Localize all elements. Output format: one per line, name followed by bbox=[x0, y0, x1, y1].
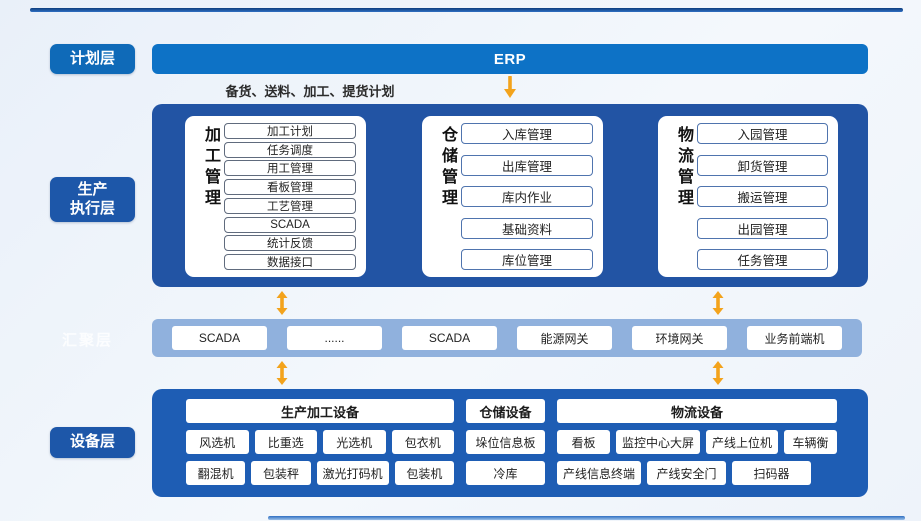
device-item: 垛位信息板 bbox=[466, 430, 545, 454]
layer-label-planning: 计划层 bbox=[50, 44, 135, 74]
module-item: 用工管理 bbox=[224, 160, 356, 177]
module-item: 入园管理 bbox=[697, 123, 828, 144]
device-item: 产线安全门 bbox=[647, 461, 727, 485]
device-layer-box: 生产加工设备 风选机 比重选 光选机 包衣机 翻混机 包装秤 激光打码机 包装机… bbox=[152, 389, 868, 497]
logistics-management-card: 物流管理 入园管理 卸货管理 搬运管理 出园管理 任务管理 bbox=[658, 116, 838, 277]
device-group-production: 生产加工设备 风选机 比重选 光选机 包衣机 翻混机 包装秤 激光打码机 包装机 bbox=[186, 399, 454, 497]
device-item: 监控中心大屏 bbox=[615, 430, 700, 454]
device-group-warehouse: 仓储设备 垛位信息板 冷库 bbox=[466, 399, 545, 497]
layer-label-device: 设备层 bbox=[50, 427, 135, 458]
updown-arrow-icon bbox=[274, 291, 290, 315]
device-item: 包衣机 bbox=[391, 430, 454, 454]
card-title-processing: 加工管理 bbox=[202, 126, 219, 210]
device-item: 看板 bbox=[557, 430, 610, 454]
bottom-divider-rule bbox=[268, 516, 905, 520]
processing-items: 加工计划 任务调度 用工管理 看板管理 工艺管理 SCADA 统计反馈 数据接口 bbox=[224, 122, 356, 271]
device-item: 产线信息终端 bbox=[557, 461, 642, 485]
agg-node-ellipsis: ...... bbox=[287, 326, 382, 350]
agg-node-business-frontend: 业务前端机 bbox=[747, 326, 842, 350]
production-execution-box: 加工管理 加工计划 任务调度 用工管理 看板管理 工艺管理 SCADA 统计反馈… bbox=[152, 104, 868, 287]
layer-label-production-execution: 生产 执行层 bbox=[50, 177, 135, 222]
device-row: 风选机 比重选 光选机 包衣机 bbox=[186, 430, 454, 454]
device-item: 产线上位机 bbox=[706, 430, 779, 454]
updown-arrow-icon bbox=[274, 361, 290, 385]
module-item: 出园管理 bbox=[697, 217, 828, 239]
module-item: SCADA bbox=[224, 216, 356, 233]
warehouse-management-card: 仓储管理 入库管理 出库管理 库内作业 基础资料 库位管理 bbox=[422, 116, 603, 277]
module-item: 卸货管理 bbox=[697, 154, 828, 176]
module-item: 看板管理 bbox=[224, 179, 356, 196]
device-item: 车辆衡 bbox=[784, 430, 837, 454]
agg-node-environment-gateway: 环境网关 bbox=[632, 326, 727, 350]
plan-flow-note: 备货、送料、加工、提货计划 bbox=[225, 84, 395, 99]
logistics-items: 入园管理 卸货管理 搬运管理 出园管理 任务管理 bbox=[697, 122, 828, 271]
module-item: 库位管理 bbox=[461, 249, 593, 270]
processing-management-card: 加工管理 加工计划 任务调度 用工管理 看板管理 工艺管理 SCADA 统计反馈… bbox=[185, 116, 366, 277]
down-arrow-icon bbox=[502, 75, 518, 98]
top-divider-rule bbox=[30, 8, 903, 12]
device-row: 冷库 bbox=[466, 461, 545, 485]
agg-node-scada-2: SCADA bbox=[402, 326, 497, 350]
device-item: 扫码器 bbox=[732, 461, 812, 485]
device-item: 包装机 bbox=[394, 461, 454, 485]
module-item: 入库管理 bbox=[461, 123, 593, 144]
module-item: 数据接口 bbox=[224, 253, 356, 270]
device-group-header: 仓储设备 bbox=[466, 399, 545, 423]
agg-node-energy-gateway: 能源网关 bbox=[517, 326, 612, 350]
updown-arrow-icon bbox=[710, 361, 726, 385]
card-title-warehouse: 仓储管理 bbox=[439, 126, 456, 210]
module-item: 搬运管理 bbox=[697, 186, 828, 207]
device-group-header: 物流设备 bbox=[557, 399, 837, 423]
module-item: 加工计划 bbox=[224, 123, 356, 139]
device-row: 垛位信息板 bbox=[466, 430, 545, 454]
device-item: 翻混机 bbox=[186, 461, 246, 485]
module-item: 统计反馈 bbox=[224, 235, 356, 252]
device-item: 激光打码机 bbox=[316, 461, 389, 485]
device-row: 产线信息终端 产线安全门 扫码器 bbox=[557, 461, 812, 485]
device-item: 光选机 bbox=[323, 430, 386, 454]
module-item: 任务调度 bbox=[224, 141, 356, 158]
device-item: 比重选 bbox=[254, 430, 317, 454]
module-item: 基础资料 bbox=[461, 217, 593, 239]
module-item: 出库管理 bbox=[461, 154, 593, 176]
warehouse-items: 入库管理 出库管理 库内作业 基础资料 库位管理 bbox=[461, 122, 593, 271]
device-group-logistics: 物流设备 看板 监控中心大屏 产线上位机 车辆衡 产线信息终端 产线安全门 扫码… bbox=[557, 399, 837, 497]
module-item: 库内作业 bbox=[461, 186, 593, 207]
updown-arrow-icon bbox=[710, 291, 726, 315]
device-group-header: 生产加工设备 bbox=[186, 399, 454, 423]
card-title-logistics: 物流管理 bbox=[675, 126, 692, 210]
erp-bar: ERP bbox=[152, 44, 868, 74]
device-item: 包装秤 bbox=[251, 461, 311, 485]
module-item: 任务管理 bbox=[697, 249, 828, 270]
device-item: 冷库 bbox=[466, 461, 545, 485]
aggregation-bar: SCADA ...... SCADA 能源网关 环境网关 业务前端机 bbox=[152, 319, 862, 357]
device-row: 翻混机 包装秤 激光打码机 包装机 bbox=[186, 461, 454, 485]
layer-label-aggregation: 汇聚层 bbox=[62, 332, 114, 349]
module-item: 工艺管理 bbox=[224, 197, 356, 214]
device-row: 看板 监控中心大屏 产线上位机 车辆衡 bbox=[557, 430, 837, 454]
device-item: 风选机 bbox=[186, 430, 249, 454]
agg-node-scada-1: SCADA bbox=[172, 326, 267, 350]
